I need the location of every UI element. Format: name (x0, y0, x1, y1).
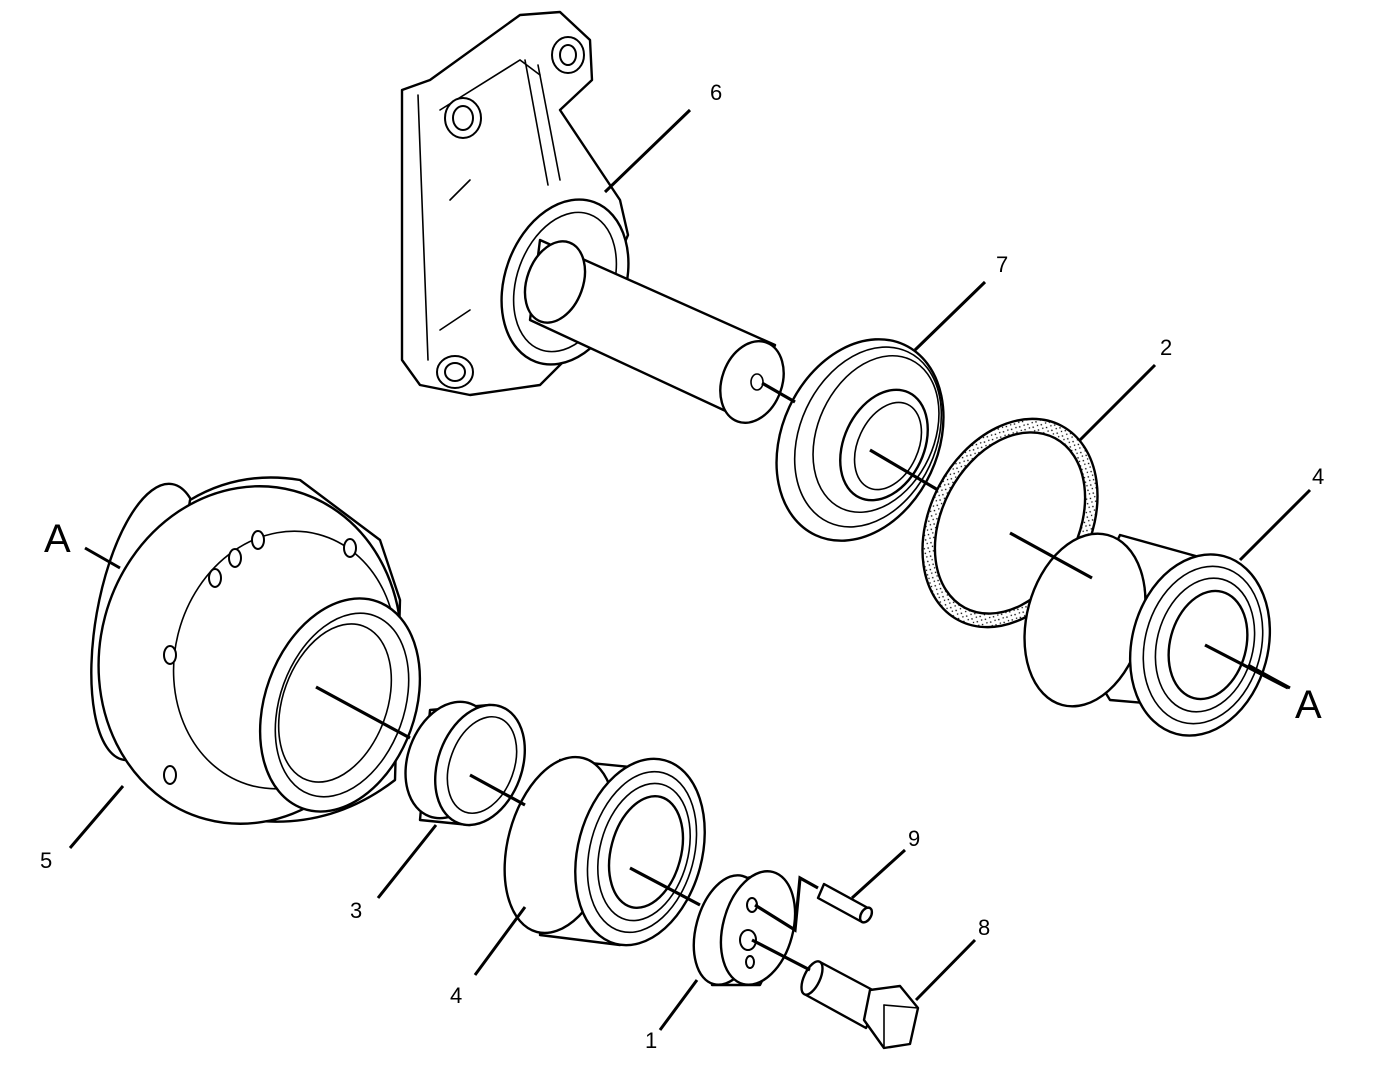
callout-4-upper: 4 (1312, 464, 1324, 489)
spacer-part-3 (404, 700, 527, 827)
reference-a-left: A (44, 517, 71, 561)
reference-a-right: A (1295, 683, 1322, 727)
callout-8: 8 (978, 915, 990, 940)
callout-1: 1 (645, 1028, 657, 1053)
callout-4-lower: 4 (450, 983, 462, 1008)
pin-part-9 (816, 882, 874, 924)
callout-3: 3 (350, 898, 362, 923)
housing-bracket-part-6 (400, 10, 785, 424)
callout-5: 5 (40, 848, 52, 873)
leader-lines (68, 108, 1312, 1031)
callout-labels: 1 2 3 4 4 5 6 7 8 9 (40, 80, 1324, 1053)
retainer-part-1 (692, 870, 797, 987)
callout-7: 7 (996, 252, 1008, 277)
hub-part-5 (90, 476, 422, 825)
assembly-axis-lines (315, 381, 1289, 972)
reference-labels: A A (44, 517, 1322, 727)
callout-6: 6 (710, 80, 722, 105)
callout-2: 2 (1160, 335, 1172, 360)
bearing-lower-part-4 (503, 755, 706, 947)
bolt-part-8 (800, 960, 920, 1050)
callout-9: 9 (908, 826, 920, 851)
bearing-upper-part-4 (1023, 532, 1272, 737)
seal-ring-part-7 (775, 338, 945, 542)
